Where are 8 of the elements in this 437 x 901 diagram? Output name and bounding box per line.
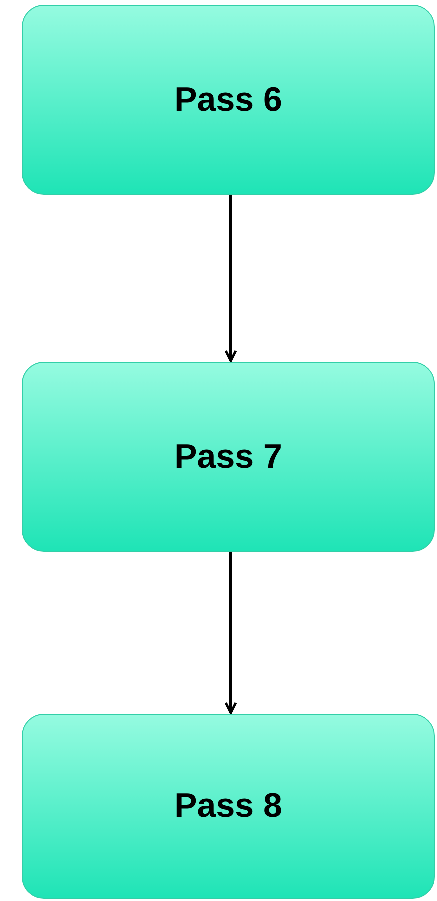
process-box	[22, 714, 435, 899]
box-label: Pass 8	[174, 787, 282, 826]
process-box	[22, 362, 435, 552]
arrow	[224, 195, 238, 362]
box-label: Pass 6	[174, 80, 282, 120]
box-label: Pass 7	[174, 438, 282, 476]
process-box	[22, 5, 435, 195]
arrow	[224, 552, 238, 714]
